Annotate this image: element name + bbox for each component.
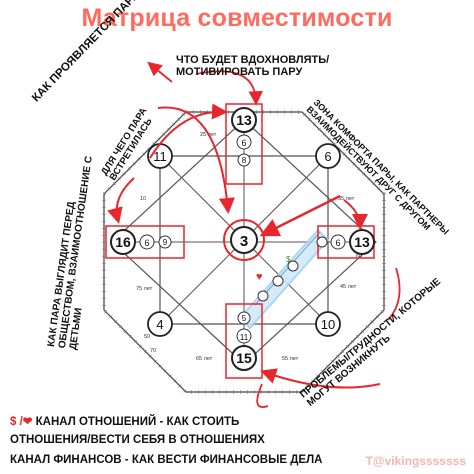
arrow-comfort-to-right xyxy=(343,199,368,230)
annotation-inspiration: ЧТО БУДЕТ ВДОХНОВЛЯТЬ/ МОТИВИРОВАТЬ ПАРУ xyxy=(176,54,329,78)
left-node-value: 16 xyxy=(115,234,131,250)
right-node xyxy=(349,229,375,255)
age-label: 55 лет xyxy=(282,356,299,362)
age-label: 60 xyxy=(356,254,362,260)
bottom-inner-value-2: 5 xyxy=(242,314,247,323)
arrow-to-top-center xyxy=(147,61,173,83)
page-title: Матрица совместимости xyxy=(81,4,393,32)
age-label: 75 лет xyxy=(136,286,153,292)
right-inner-value-1: 6 xyxy=(335,238,340,248)
left-node xyxy=(110,229,136,255)
arrow-problems-to-right xyxy=(387,267,401,321)
bottom-inner-node-2 xyxy=(237,311,251,325)
top-inner-node-2 xyxy=(237,153,251,167)
top-inner-value-2: 8 xyxy=(242,156,247,165)
annotation-inspiration-line1: ЧТО БУДЕТ ВДОХНОВЛЯТЬ/ xyxy=(176,54,330,66)
watermark: T@vikingsssssss xyxy=(365,454,466,468)
top-inner-value-1: 6 xyxy=(241,138,246,148)
arrow-why-met-to-top xyxy=(149,103,228,159)
right-inner-node-1 xyxy=(330,234,346,250)
bottom-node-value: 15 xyxy=(236,350,252,366)
channel-dot-1 xyxy=(257,290,269,302)
bottom-right-node-value: 10 xyxy=(321,317,335,332)
center-node-value: 3 xyxy=(240,233,248,250)
bottom-left-node-value: 4 xyxy=(156,317,163,332)
left-inner-node-1 xyxy=(139,234,155,250)
top-node-highlight xyxy=(225,103,263,185)
footer-line1-text: КАНАЛ ОТНОШЕНИЙ - КАК СТОИТЬ xyxy=(35,416,240,428)
age-label: 70 xyxy=(150,348,156,354)
top-right-node-value: 6 xyxy=(324,149,331,164)
bottom-node-highlight xyxy=(225,303,263,379)
age-label: 35 лет xyxy=(338,196,355,202)
center-node xyxy=(230,226,258,254)
footer-line-2: ОТНОШЕНИЯ/ВЕСТИ СЕБЯ В ОТНОШЕНИЯХ xyxy=(10,434,265,446)
dollar-symbol: $ xyxy=(286,255,291,264)
age-label: 50 xyxy=(144,334,150,340)
right-inner-node-2 xyxy=(316,236,328,248)
arrow-problems-to-bottom xyxy=(260,368,381,389)
outer-octagon-ticks xyxy=(102,110,386,394)
age-label: 65 лет xyxy=(196,356,213,362)
top-right-node xyxy=(315,143,341,169)
bottom-right-node xyxy=(315,311,341,337)
arrow-footer-to-bottom xyxy=(256,383,269,408)
top-inner-node-1 xyxy=(236,134,252,150)
age-label: 10 xyxy=(140,196,146,202)
footer-line-1: $ /❤ КАНАЛ ОТНОШЕНИЙ - КАК СТОИТЬ xyxy=(10,414,239,428)
channel-dot-2 xyxy=(272,275,284,287)
left-inner-value-2: 9 xyxy=(163,238,168,247)
annotation-inspiration-line2: МОТИВИРОВАТЬ ПАРУ xyxy=(176,66,303,79)
arrow-to-left-node xyxy=(107,177,135,224)
footer-icons: $ /❤ xyxy=(10,416,33,428)
left-inner-node-2 xyxy=(158,235,172,249)
left-node-highlight xyxy=(105,225,185,259)
heart-symbol: ♥ xyxy=(256,271,263,283)
left-inner-value-1: 6 xyxy=(144,238,149,248)
center-node-ring xyxy=(223,219,265,261)
bottom-left-node xyxy=(147,311,173,337)
bottom-node xyxy=(231,345,257,371)
arrow-top-center-to-top-node xyxy=(195,70,263,106)
bottom-inner-value-1: 11 xyxy=(240,333,249,342)
right-node-value: 13 xyxy=(354,234,370,250)
top-node xyxy=(231,107,257,133)
bottom-inner-node-1 xyxy=(236,328,252,344)
arrow-manifest-to-center xyxy=(157,106,235,214)
footer-line-3: КАНАЛ ФИНАНСОВ - КАК ВЕСТИ ФИНАНСОВЫЕ ДЕ… xyxy=(10,454,323,466)
arrow-comfort-to-center xyxy=(259,194,341,237)
channel-dot-3 xyxy=(287,260,299,272)
age-label: 45 лет xyxy=(340,284,357,290)
top-node-value: 13 xyxy=(236,112,252,128)
top-left-node-value: 11 xyxy=(153,149,167,164)
